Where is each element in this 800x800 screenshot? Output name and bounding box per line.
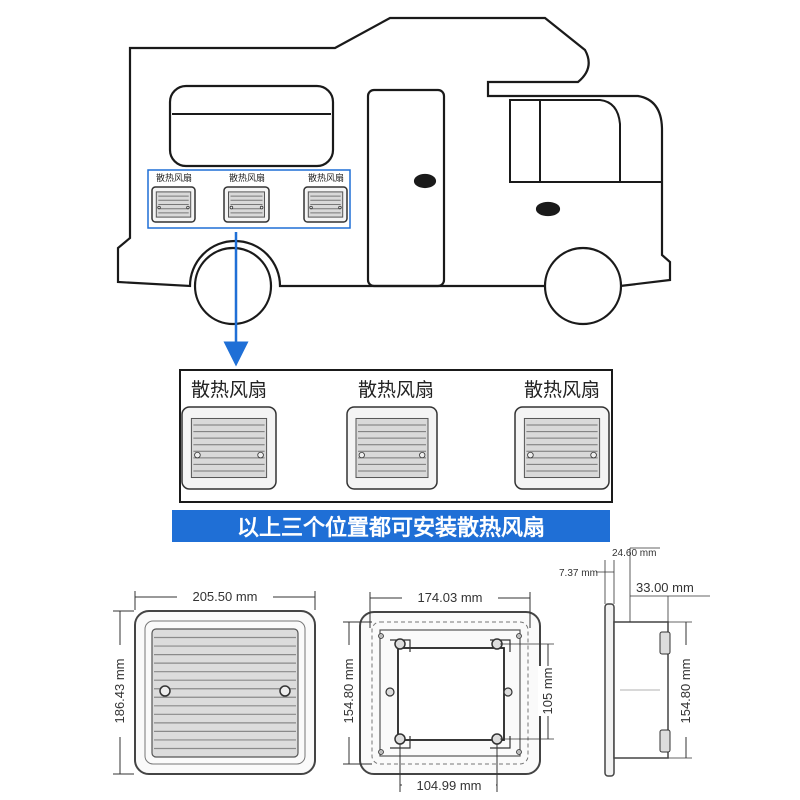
- front-view: 205.50 mm 186.43 mm: [110, 589, 316, 775]
- panel-vent-1: [181, 406, 277, 490]
- inner-width-dim: 104.99 mm: [416, 778, 481, 793]
- panel-label-1: 散热风扇: [191, 379, 267, 401]
- front-height-dim: 186.43 mm: [112, 658, 127, 723]
- back-view: 174.03 mm 154.80 mm 105 mm 104.99 mm: [339, 590, 558, 793]
- banner-text: 以上三个位置都可安装散热风扇: [237, 515, 545, 541]
- enlarged-vent-panel: 散热风扇 散热风扇 散热风扇: [179, 369, 613, 503]
- rv-body-outline: [116, 16, 672, 288]
- side-view-flange: [604, 603, 615, 777]
- back-view-housing: [397, 647, 505, 741]
- side-depth-dim: 33.00 mm: [636, 580, 694, 595]
- rv-vent-label-1: 散热风扇: [156, 172, 192, 184]
- rv-window: [168, 84, 335, 168]
- panel-vent-2: [346, 406, 438, 490]
- rv-cab-window: [509, 99, 621, 183]
- rv-vent-2: [223, 186, 270, 223]
- side-top-dim: 24.60 mm: [612, 548, 656, 559]
- rv-cab-handle: [535, 201, 561, 217]
- inner-height-dim: 105 mm: [540, 668, 555, 715]
- rv-vent-label-3: 散热风扇: [308, 172, 344, 184]
- side-left-dim: 7.37 mm: [559, 568, 598, 579]
- panel-label-2: 散热风扇: [358, 379, 434, 401]
- install-banner: 以上三个位置都可安装散热风扇: [172, 510, 610, 542]
- back-width-dim: 174.03 mm: [417, 590, 482, 605]
- rv-vent-3: [303, 186, 348, 223]
- back-height-dim: 154.80 mm: [341, 658, 356, 723]
- rv-vent-strip: 散热风扇 散热风扇 散热风扇: [147, 169, 351, 229]
- panel-label-3: 散热风扇: [524, 379, 600, 401]
- panel-vent-3: [514, 406, 610, 490]
- rv-front-wheel: [543, 246, 623, 326]
- rv-vent-label-2: 散热风扇: [229, 172, 265, 184]
- front-screw-left: [159, 685, 171, 697]
- side-height-dim: 154.80 mm: [678, 658, 693, 723]
- rv-vent-1: [151, 186, 196, 223]
- front-view-grille: [151, 628, 299, 758]
- front-width-dim: 205.50 mm: [192, 589, 257, 604]
- rv-rear-wheel: [193, 246, 273, 326]
- rv-door: [366, 88, 446, 288]
- rv-illustration: [116, 16, 672, 326]
- front-screw-right: [279, 685, 291, 697]
- side-view: 24.60 mm 7.37 mm 33.00 mm 154.80 mm: [559, 547, 710, 777]
- rv-door-handle: [413, 173, 437, 189]
